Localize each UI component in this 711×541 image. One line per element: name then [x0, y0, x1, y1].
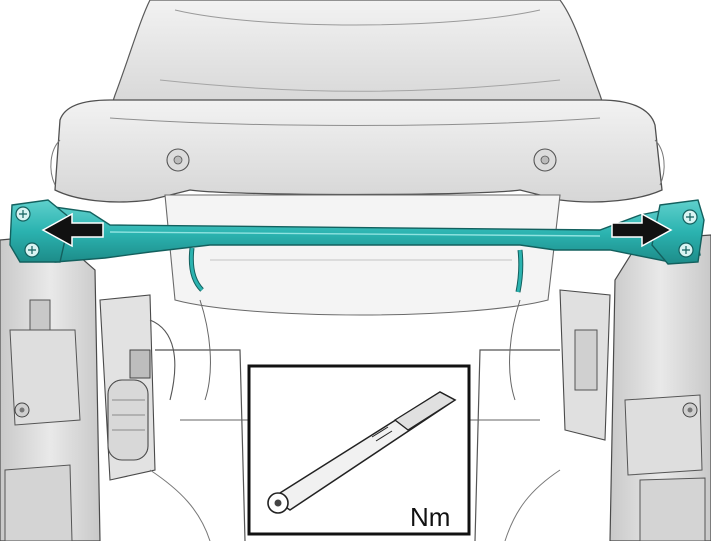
- torque-unit-label: Nm: [410, 502, 450, 532]
- right-side-frame: [559, 234, 711, 541]
- arrow-right-icon: [611, 212, 673, 248]
- torque-inset: Nm: [247, 364, 471, 536]
- lower-frame: [149, 299, 561, 541]
- bolt-right-lower: [678, 242, 694, 258]
- cross-member-bar: [19, 204, 701, 293]
- bolt-right-upper: [682, 209, 698, 225]
- seat-motor-left: [99, 294, 176, 481]
- seat-backrest: [109, 0, 606, 111]
- bolt-left-lower: [24, 242, 40, 258]
- arrow-left-icon: [41, 212, 104, 248]
- bolt-left-upper: [15, 206, 31, 222]
- seat-cushion: [50, 99, 665, 203]
- torque-wrench-icon: [267, 391, 457, 514]
- seat-pan: [164, 194, 561, 316]
- left-side-frame: [0, 234, 101, 541]
